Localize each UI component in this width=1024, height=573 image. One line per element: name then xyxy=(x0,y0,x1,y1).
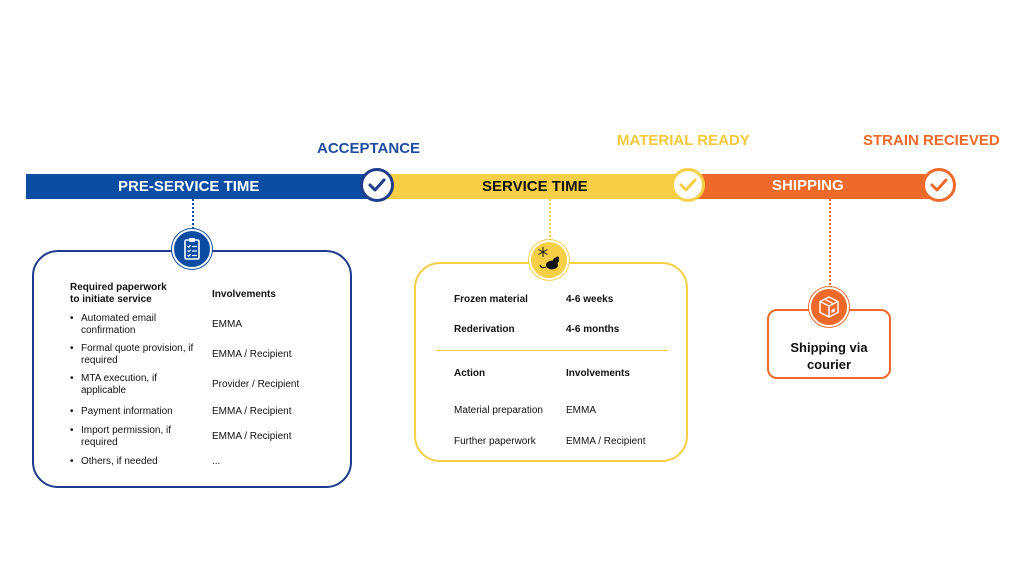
involvement-value: EMMA xyxy=(212,319,242,330)
list-item-cont: required xyxy=(81,355,118,366)
service-bar xyxy=(378,174,690,199)
list-item-cont: confirmation xyxy=(81,325,136,336)
involvements-header: Involvements xyxy=(212,289,276,300)
list-item-cont: applicable xyxy=(81,385,127,396)
duration-value: 4-6 weeks xyxy=(566,294,614,305)
action-header: Action xyxy=(454,368,486,379)
shipping-label: SHIPPING xyxy=(772,177,844,194)
involvement-value: Provider / Recipient xyxy=(212,379,300,390)
pre-service-bar xyxy=(26,174,378,199)
acceptance-checkmark-icon xyxy=(360,168,394,202)
duration-label: Rederivation xyxy=(454,324,515,335)
pre-service-connector xyxy=(192,199,194,229)
service-label: SERVICE TIME xyxy=(482,178,588,195)
service-connector xyxy=(549,199,551,241)
action-label: Material preparation xyxy=(454,405,543,416)
involvement-value: EMMA xyxy=(566,405,596,416)
list-item: Import permission, if xyxy=(70,425,171,437)
shipping-bar xyxy=(690,174,942,199)
list-item: Automated email xyxy=(70,313,156,325)
pre-service-label: PRE-SERVICE TIME xyxy=(118,178,260,195)
list-item: MTA execution, if xyxy=(70,373,157,385)
frozen-mouse-icon xyxy=(529,240,569,280)
service-divider xyxy=(436,350,668,351)
involvement-value: EMMA / Recipient xyxy=(212,349,292,360)
strain-received-milestone-label: STRAIN RECIEVED xyxy=(863,132,1000,149)
involvement-value: EMMA / Recipient xyxy=(212,406,292,417)
action-label: Further paperwork xyxy=(454,436,536,447)
acceptance-milestone-label: ACCEPTANCE xyxy=(317,140,421,157)
involvements-header: Involvements xyxy=(566,368,630,379)
material-ready-milestone-label: MATERIAL READY xyxy=(617,132,750,149)
list-item: Formal quote provision, if xyxy=(70,343,193,355)
clipboard-checklist-icon xyxy=(172,229,212,269)
service-card: Frozen material 4-6 weeks Rederivation 4… xyxy=(414,262,688,462)
list-item-cont: required xyxy=(81,437,118,448)
pre-service-card: Required paperwork to initiate service I… xyxy=(32,250,352,488)
paperwork-header-line1: Required paperwork xyxy=(70,282,167,293)
shipping-connector xyxy=(829,199,831,289)
involvement-value: ... xyxy=(212,456,221,467)
shipping-card-line1: Shipping via xyxy=(790,340,868,355)
paperwork-header-line2: to initiate service xyxy=(70,294,152,305)
duration-label: Frozen material xyxy=(454,294,528,305)
involvement-value: EMMA / Recipient xyxy=(212,431,292,442)
material-ready-checkmark-icon xyxy=(671,168,705,202)
duration-value: 4-6 months xyxy=(566,324,620,335)
shipping-card-line2: courier xyxy=(806,357,852,372)
package-box-icon xyxy=(809,287,849,327)
list-item: Payment information xyxy=(70,406,173,418)
involvement-value: EMMA / Recipient xyxy=(566,436,646,447)
list-item: Others, if needed xyxy=(70,456,158,468)
strain-received-checkmark-icon xyxy=(922,168,956,202)
